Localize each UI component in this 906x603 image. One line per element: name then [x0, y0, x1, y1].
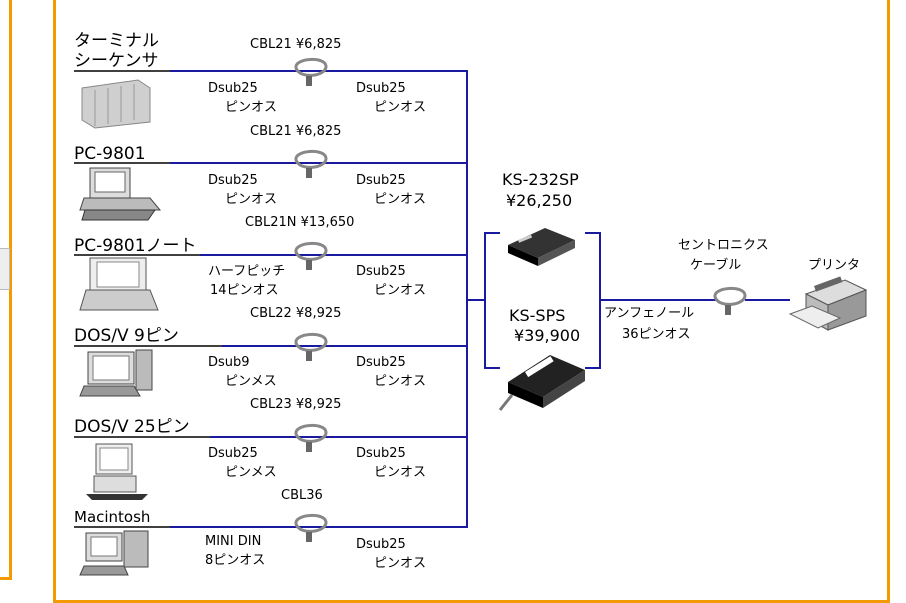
left-panel-tab: [0, 248, 10, 290]
left-connector-type: Dsub25: [208, 446, 258, 461]
right-connector-pin: ピンオス: [374, 192, 427, 207]
cable-label: CBL22 ¥8,925: [250, 306, 342, 321]
device-name-sequencer: シーケンサ: [74, 51, 159, 71]
cable-icon: [294, 424, 328, 452]
product-price-ks-sps: ¥39,900: [514, 326, 581, 345]
cable-label: CBL21 ¥6,825: [250, 37, 342, 52]
cable-icon: [294, 150, 328, 178]
left-connector-pin: ピンオス: [225, 192, 278, 207]
dosv-25pin-icon: [86, 443, 148, 500]
product-price-ks232sp: ¥26,250: [506, 191, 573, 210]
device-name-dosv-25pin: DOS/V 25ピン: [74, 417, 190, 437]
cable-icon: [294, 514, 328, 542]
cable-icon: [294, 333, 328, 361]
cable-label: CBL23 ¥8,925: [250, 397, 342, 412]
cable-label: CBL36: [281, 488, 323, 503]
right-connector-type: Dsub25: [356, 355, 406, 370]
pc9801-icon: [79, 167, 162, 221]
right-connector-type: Dsub25: [356, 264, 406, 279]
cable-label: CBL21N ¥13,650: [245, 215, 355, 230]
left-connector-type: Dsub9: [208, 355, 250, 370]
device-name-dosv-9pin: DOS/V 9ピン: [74, 326, 179, 346]
product-name-ks-sps: KS-SPS: [509, 306, 566, 325]
left-connector-type: MINI DIN: [205, 534, 262, 549]
right-connector-type: Dsub25: [356, 81, 406, 96]
centronics-cable-label-2: ケーブル: [690, 258, 742, 273]
cable-icon: [294, 58, 328, 86]
left-connector-pin: ピンオス: [225, 100, 278, 115]
centronics-cable-label: セントロニクス: [678, 238, 769, 253]
right-connector-pin: ピンオス: [374, 556, 427, 571]
device-name-terminal: ターミナル: [74, 31, 159, 51]
right-connector-type: Dsub25: [356, 446, 406, 461]
notebook-icon: [79, 257, 159, 311]
right-connector-type: Dsub25: [356, 173, 406, 188]
cable-label: CBL21 ¥6,825: [250, 124, 342, 139]
ks-232sp-device-icon: [508, 228, 575, 266]
left-connector-type: Dsub25: [208, 81, 258, 96]
sequencer-icon: [81, 79, 151, 129]
printer-label: プリンタ: [808, 258, 861, 273]
right-connector-type: Dsub25: [356, 537, 406, 552]
left-connector-pin: 14ピンオス: [210, 283, 279, 298]
output-connector-type: アンフェノール: [604, 306, 695, 321]
dosv-9pin-icon: [79, 349, 153, 397]
left-connector-type: ハーフピッチ: [208, 264, 286, 279]
cable-icon: [294, 242, 328, 270]
device-name-macintosh: Macintosh: [74, 508, 151, 526]
ks-sps-device-icon: [498, 355, 585, 411]
left-connector-pin: 8ピンオス: [205, 553, 266, 568]
macintosh-icon: [79, 530, 149, 576]
product-name-ks232sp: KS-232SP: [502, 170, 579, 189]
output-connector-pin: 36ピンオス: [622, 327, 691, 342]
centronics-cable-icon: [713, 287, 747, 315]
printer-icon: [788, 276, 868, 331]
left-panel-frame: [0, 0, 12, 580]
connection-lines: [74, 58, 868, 576]
device-name-pc9801-note: PC-9801ノート: [74, 236, 197, 256]
right-connector-pin: ピンオス: [374, 283, 427, 298]
left-connector-pin: ピンメス: [225, 465, 277, 480]
right-connector-pin: ピンオス: [374, 374, 427, 389]
right-connector-pin: ピンオス: [374, 100, 427, 115]
left-connector-type: Dsub25: [208, 173, 258, 188]
right-connector-pin: ピンオス: [374, 465, 427, 480]
device-name-pc9801: PC-9801: [74, 144, 146, 164]
left-connector-pin: ピンメス: [225, 374, 277, 389]
